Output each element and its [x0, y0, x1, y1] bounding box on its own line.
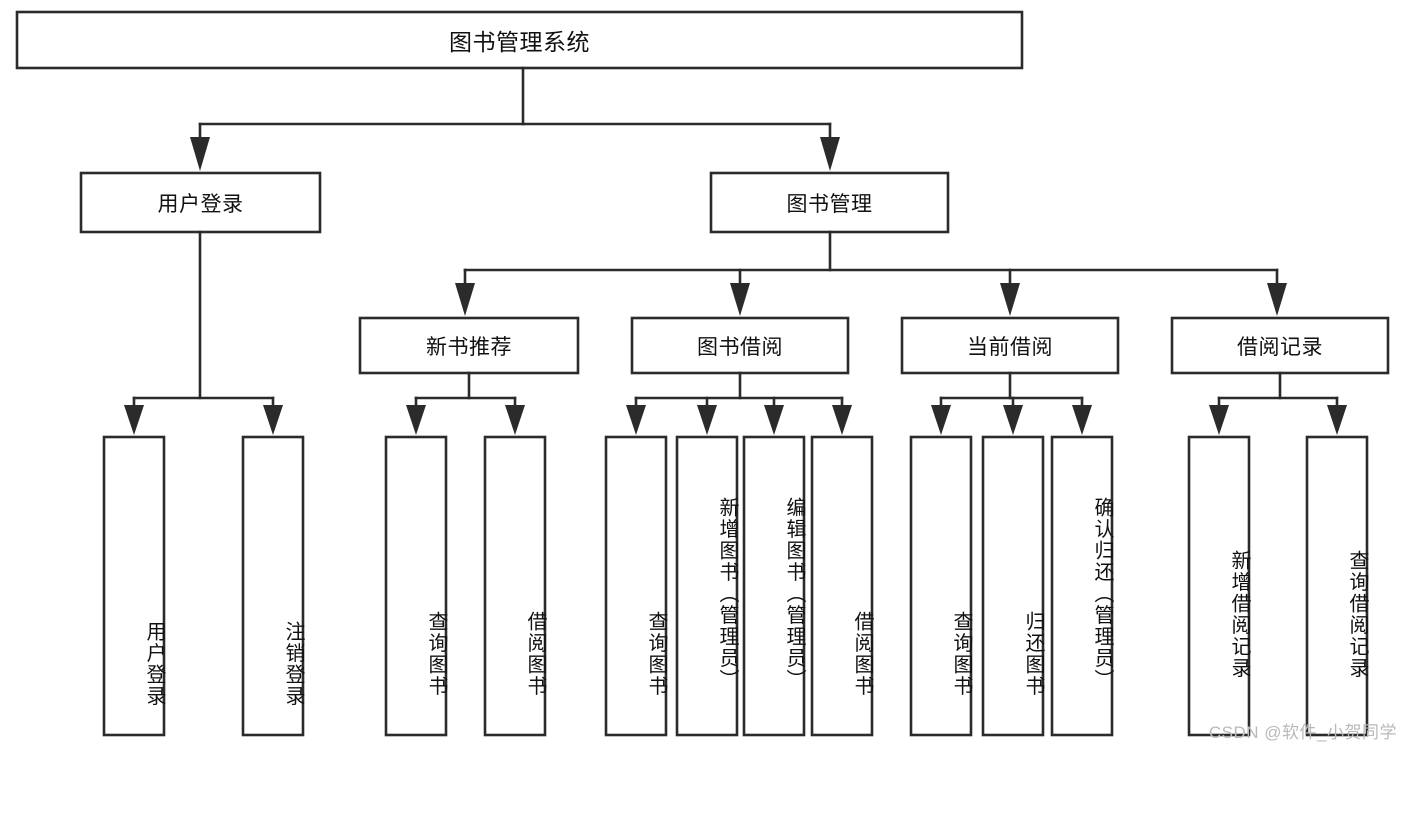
leaf-box-add-borrow-record[interactable]	[1187, 435, 1251, 737]
connector-borrowrecord-to-leaves	[1209, 371, 1347, 435]
arrow-head-leaf-confirm-return	[1072, 405, 1092, 435]
arrow-head-borrow-record	[1267, 283, 1287, 316]
arrow-head-leaf-query-borrow-record	[1327, 405, 1347, 435]
node-box-user-login[interactable]	[79, 171, 322, 234]
arrow-head-leaf-query-book-2	[626, 405, 646, 435]
leaf-box-user-login[interactable]	[102, 435, 166, 737]
diagram-canvas	[15, 10, 1390, 737]
leaf-box-query-book-1[interactable]	[384, 435, 448, 737]
connector-bookmgmt-to-level2	[455, 230, 1287, 316]
level2-boxes	[358, 316, 1390, 375]
arrow-head-leaf-edit-book-admin	[764, 405, 784, 435]
arrow-head-leaf-query-book-1	[406, 405, 426, 435]
leaf-box-query-borrow-record[interactable]	[1305, 435, 1369, 737]
arrow-head-leaf-add-borrow-record	[1209, 405, 1229, 435]
node-box-new-book-recommend[interactable]	[358, 316, 580, 375]
arrow-head-leaf-logout	[263, 405, 283, 435]
level1-boxes	[79, 171, 950, 234]
arrow-head-leaf-return-book	[1003, 405, 1023, 435]
connector-root-to-level1	[190, 66, 840, 171]
node-box-current-borrow[interactable]	[900, 316, 1120, 375]
arrow-head-new-book-recommend	[455, 283, 475, 316]
leaf-box-query-book-3[interactable]	[909, 435, 973, 737]
arrow-head-leaf-user-login	[124, 405, 144, 435]
arrow-head-current-borrow	[1000, 283, 1020, 316]
leaf-box-borrow-book-1[interactable]	[483, 435, 547, 737]
arrow-head-leaf-borrow-book-1	[505, 405, 525, 435]
leaf-box-borrow-book-2[interactable]	[810, 435, 874, 737]
root-node-box[interactable]	[15, 10, 1024, 70]
node-box-borrow-record[interactable]	[1170, 316, 1390, 375]
arrow-head-user-login	[190, 137, 210, 171]
diagram-root: 图书管理系统 用户登录 图书管理 新书推荐 图书借阅 当前借阅 借阅记录 用户登…	[15, 10, 1397, 742]
arrow-head-leaf-borrow-book-2	[832, 405, 852, 435]
leaf-box-edit-book-admin[interactable]	[742, 435, 806, 737]
connector-currentborrow-to-leaves	[931, 371, 1092, 435]
connector-bookborrow-to-leaves	[626, 371, 852, 435]
leaf-box-confirm-return-admin[interactable]	[1050, 435, 1114, 737]
node-box-book-management[interactable]	[709, 171, 950, 234]
node-box-book-borrow[interactable]	[630, 316, 850, 375]
connector-userlogin-to-leaves	[124, 230, 283, 435]
arrow-head-book-management	[820, 137, 840, 171]
arrow-head-book-borrow	[730, 283, 750, 316]
leaf-box-return-book[interactable]	[981, 435, 1045, 737]
arrow-head-leaf-add-book-admin	[697, 405, 717, 435]
leaf-boxes	[102, 435, 1369, 737]
leaf-box-add-book-admin[interactable]	[675, 435, 739, 737]
arrow-head-leaf-query-book-3	[931, 405, 951, 435]
connector-newbook-to-leaves	[406, 371, 525, 435]
leaf-box-logout[interactable]	[241, 435, 305, 737]
root-node-box-group	[15, 10, 1024, 70]
leaf-box-query-book-2[interactable]	[604, 435, 668, 737]
